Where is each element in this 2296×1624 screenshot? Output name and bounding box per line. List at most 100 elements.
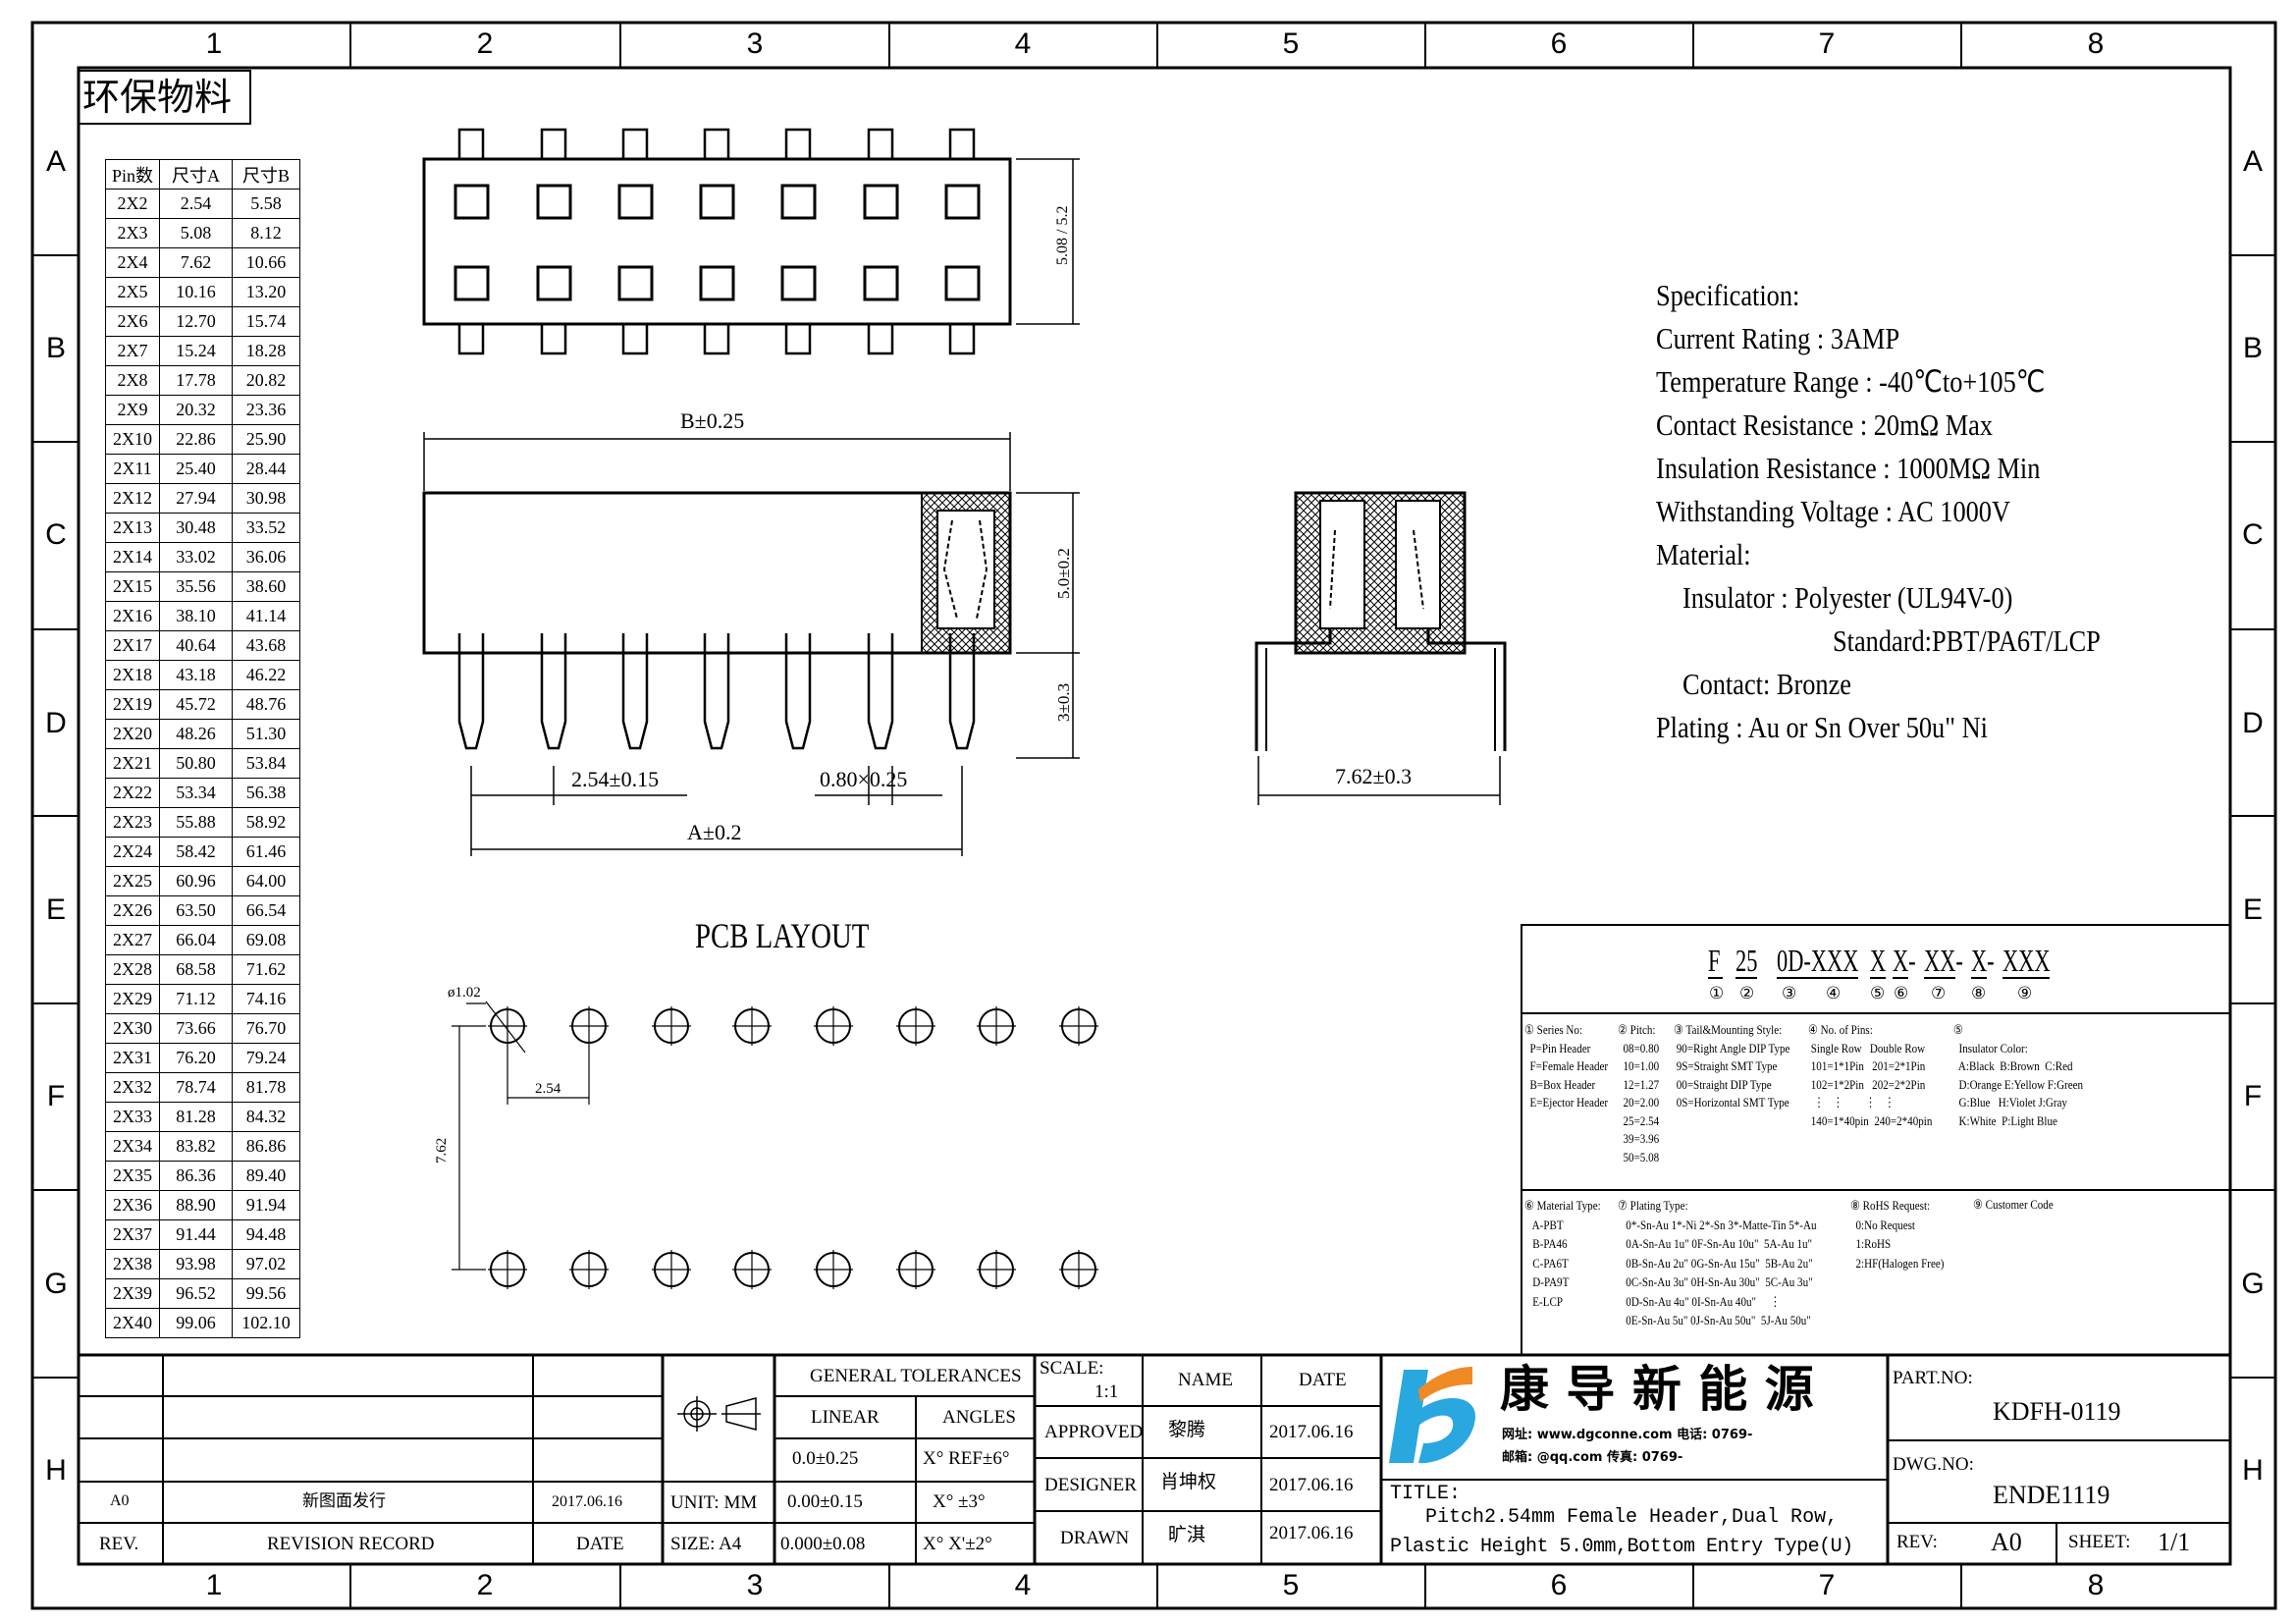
size-b-cell: 8.12 xyxy=(232,218,300,248)
column-label: 1 xyxy=(205,1569,223,1601)
size-a-cell: 88.90 xyxy=(159,1190,233,1220)
sheet-label: SHEET: xyxy=(2068,1532,2131,1552)
size-b-cell: 71.62 xyxy=(232,954,300,985)
approved-name: 黎腾 xyxy=(1168,1419,1206,1440)
row-label: B xyxy=(2242,332,2263,364)
size-a-cell: 63.50 xyxy=(159,895,233,926)
legend-series: ① Series No: P=Pin Header F=Female Heade… xyxy=(1524,1022,1609,1110)
size-a-cell: 5.08 xyxy=(159,218,233,248)
size-b-cell: 5.58 xyxy=(232,189,300,219)
column-label: 1 xyxy=(205,27,223,60)
pin-count-cell: 2X24 xyxy=(105,837,160,867)
row-label: E xyxy=(45,893,66,926)
pin-count-cell: 2X32 xyxy=(105,1072,160,1103)
size-a-cell: 25.40 xyxy=(159,454,233,484)
dim-pin-length: 3±0.3 xyxy=(1054,682,1073,722)
row-label: D xyxy=(45,707,67,739)
unit-label: UNIT: MM xyxy=(670,1492,758,1513)
code-segment: 25 xyxy=(1735,943,1758,978)
size-a-cell: 10.16 xyxy=(159,277,233,307)
size-b-cell: 10.66 xyxy=(232,247,300,278)
pin-count-cell: 2X23 xyxy=(105,807,160,838)
pin-count-cell: 2X16 xyxy=(105,601,160,631)
size-a-cell: 30.48 xyxy=(159,513,233,543)
company-contact-email: 邮箱: @qq.com 传真: 0769- xyxy=(1502,1450,1683,1465)
row-label: C xyxy=(45,518,67,551)
pin-count-cell: 2X18 xyxy=(105,660,160,690)
pin-count-cell: 2X22 xyxy=(105,778,160,808)
size-b-cell: 94.48 xyxy=(232,1219,300,1250)
size-a-cell: 60.96 xyxy=(159,866,233,896)
size-a-cell: 53.34 xyxy=(159,778,233,808)
pin-count-cell: 2X17 xyxy=(105,630,160,661)
revision-record-label: REVISION RECORD xyxy=(267,1534,435,1554)
tolerance-linear: 0.000±0.08 xyxy=(780,1534,866,1554)
spec-line: Insulation Resistance : 1000MΩ Min xyxy=(1656,451,2041,485)
column-label: 5 xyxy=(1282,27,1300,60)
size-b-cell: 43.68 xyxy=(232,630,300,661)
scale-value: 1:1 xyxy=(1095,1381,1119,1402)
size-b-cell: 33.52 xyxy=(232,513,300,543)
size-a-cell: 86.36 xyxy=(159,1161,233,1191)
column-label: 6 xyxy=(1550,27,1568,60)
pin-count-cell: 2X2 xyxy=(105,189,160,219)
pin-count-cell: 2X7 xyxy=(105,336,160,366)
designer-date: 2017.06.16 xyxy=(1269,1475,1354,1495)
row-label: D xyxy=(2242,707,2264,739)
pin-count-cell: 2X14 xyxy=(105,542,160,572)
dim-pin-size: 0.80×0.25 xyxy=(820,767,908,791)
tolerance-angle: X° X'±2° xyxy=(923,1534,992,1554)
legend-pitch: ② Pitch: 08=0.80 10=1.00 12=1.27 20=2.00… xyxy=(1618,1022,1660,1164)
size-b-cell: 38.60 xyxy=(232,571,300,602)
rev-label: REV. xyxy=(99,1534,139,1554)
dim-a: A±0.2 xyxy=(687,820,742,844)
size-a-cell: 58.42 xyxy=(159,837,233,867)
spec-line: Insulator : Polyester (UL94V-0) xyxy=(1682,580,2013,615)
spec-line: Current Rating : 3AMP xyxy=(1656,321,1900,355)
code-segment: F xyxy=(1708,943,1721,978)
size-a-cell: 40.64 xyxy=(159,630,233,661)
code-marker: ⑤ xyxy=(1870,984,1886,1002)
column-label: 4 xyxy=(1014,1569,1032,1601)
size-b-cell: 99.56 xyxy=(232,1278,300,1309)
size-a-cell: 12.70 xyxy=(159,306,233,337)
tolerance-linear: 0.00±0.15 xyxy=(787,1491,863,1512)
size-b-cell: 76.70 xyxy=(232,1013,300,1044)
approved-label: APPROVED xyxy=(1044,1422,1144,1442)
size-a-cell: 33.02 xyxy=(159,542,233,572)
pcb-pitch: 2.54 xyxy=(535,1081,561,1097)
size-b-cell: 102.10 xyxy=(232,1308,300,1338)
rev-label-right: REV: xyxy=(1896,1532,1938,1552)
size-a-cell: 7.62 xyxy=(159,247,233,278)
date-column-label: DATE xyxy=(1299,1370,1347,1390)
dim-b: B±0.25 xyxy=(680,408,745,433)
pin-count-cell: 2X4 xyxy=(105,247,160,278)
size-b-cell: 91.94 xyxy=(232,1190,300,1220)
code-segment: XX- xyxy=(1924,943,1963,978)
size-a-cell: 22.86 xyxy=(159,424,233,455)
designer-label: DESIGNER xyxy=(1044,1475,1137,1495)
column-label: 3 xyxy=(746,27,764,60)
size-a-cell: 43.18 xyxy=(159,660,233,690)
size-a-cell: 78.74 xyxy=(159,1072,233,1103)
dim-body-height: 5.0±0.2 xyxy=(1054,548,1073,599)
size-a-cell: 73.66 xyxy=(159,1013,233,1044)
pin-count-cell: 2X12 xyxy=(105,483,160,514)
size-a-cell: 68.58 xyxy=(159,954,233,985)
